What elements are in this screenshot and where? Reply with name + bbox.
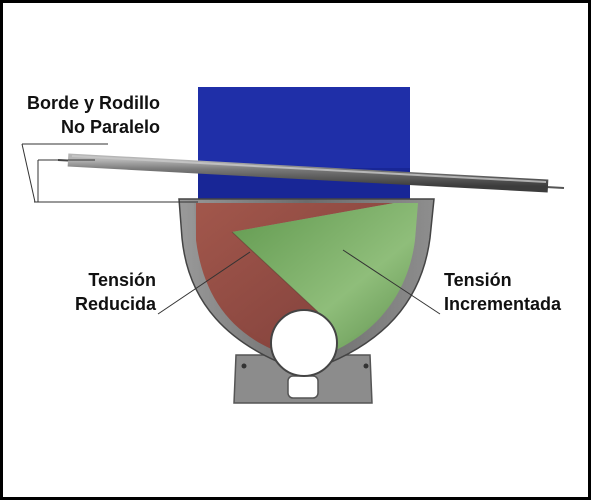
reduced-tension-label-line2: Reducida: [74, 294, 156, 314]
increased-leader-line: [342, 249, 441, 315]
reduced-tension-label: Tensión Reducida: [40, 268, 156, 316]
edge-roller-label-line1: Borde y Rodillo: [26, 93, 160, 113]
pipe-hole: [270, 309, 338, 377]
edge-roller-label: Borde y Rodillo No Paralelo: [8, 91, 160, 139]
reduced-tension-label-line1: Tensión: [88, 270, 156, 290]
edge-roller-label-line2: No Paralelo: [60, 117, 160, 137]
increased-tension-label: Tensión Incrementada: [444, 268, 561, 316]
increased-tension-zone: [232, 203, 418, 356]
increased-tension-label-line2: Incrementada: [444, 294, 562, 314]
reduced-tension-zone: [196, 203, 394, 356]
roller: [57, 153, 565, 193]
non-parallel-indicator: [21, 143, 198, 203]
reduced-leader-line: [157, 251, 251, 315]
increased-tension-label-line1: Tensión: [444, 270, 512, 290]
